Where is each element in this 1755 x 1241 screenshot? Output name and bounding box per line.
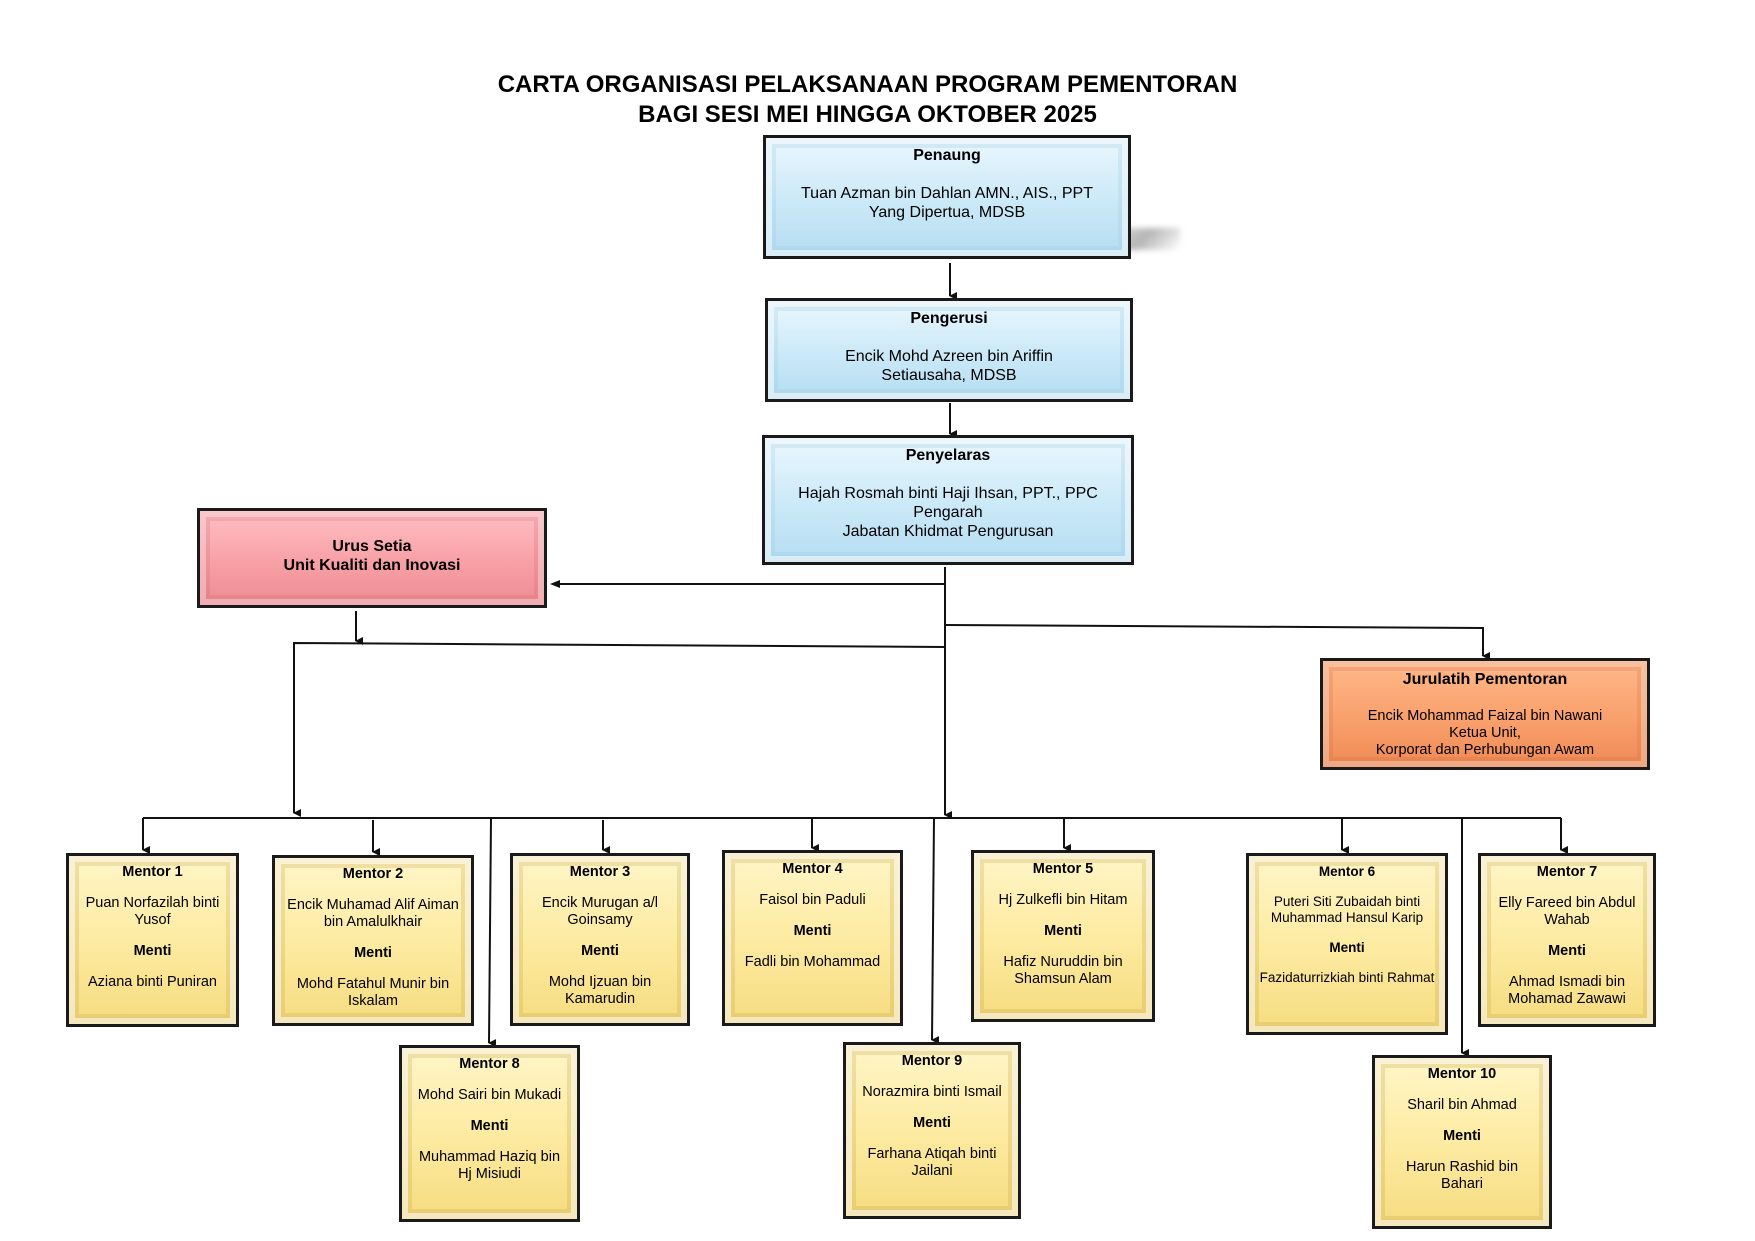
mentor-9-label: Mentor 9 (901, 1053, 963, 1069)
penyelaras-department: Jabatan Khidmat Pengurusan (842, 523, 1054, 540)
jurulatih-name: Encik Mohammad Faizal bin Nawani (1367, 708, 1603, 724)
mentor-2-box: Mentor 2 Encik Muhamad Alif Aiman bin Am… (272, 855, 474, 1026)
mentor-3-name: Encik Murugan a/l Goinsamy (541, 895, 659, 928)
mentor-2-menti: Mohd Fatahul Munir bin Iskalam (296, 976, 450, 1009)
mentor-7-name: Elly Fareed bin Abdul Wahab (1498, 895, 1636, 928)
mentor-6-label: Mentor 6 (1318, 864, 1376, 879)
mentor-9-menti: Farhana Atiqah binti Jailani (867, 1146, 997, 1179)
mentor-10-box: Mentor 10 Sharil bin Ahmad Menti Harun R… (1372, 1055, 1552, 1229)
jurulatih-unit: Korporat dan Perhubungan Awam (1375, 742, 1595, 758)
mentor-7-menti-label: Menti (1548, 943, 1586, 959)
connector-urus-setia-branch (293, 641, 946, 817)
pengerusi-heading: Pengerusi (910, 310, 988, 327)
pengerusi-box: Pengerusi Encik Mohd Azreen bin Ariffin … (765, 298, 1133, 402)
mentor-3-label: Mentor 3 (569, 864, 631, 880)
mentor-10-menti: Harun Rashid bin Bahari (1405, 1159, 1519, 1192)
penaung-heading: Penaung (913, 147, 981, 164)
connector-mentor-9 (931, 817, 940, 1045)
jurulatih-box: Jurulatih Pementoran Encik Mohammad Faiz… (1320, 658, 1650, 770)
mentor-9-box: Mentor 9 Norazmira binti Ismail Menti Fa… (843, 1042, 1021, 1219)
mentor-7-label: Mentor 7 (1536, 864, 1598, 880)
connector-mentor-8 (488, 817, 497, 1048)
penyelaras-box: Penyelaras Hajah Rosmah binti Haji Ihsan… (762, 435, 1134, 565)
mentor-7-menti: Ahmad Ismadi bin Mohamad Zawawi (1508, 974, 1626, 1007)
penaung-name: Tuan Azman bin Dahlan AMN., AIS., PPT (801, 185, 1093, 202)
chart-title-line-2: BAGI SESI MEI HINGGA OKTOBER 2025 (638, 101, 1097, 128)
mentor-8-menti: Muhammad Haziq bin Hj Misiudi (418, 1149, 561, 1182)
mentor-8-name: Mohd Sairi bin Mukadi (417, 1087, 562, 1103)
mentor-4-label: Mentor 4 (782, 861, 843, 877)
mentor-3-menti-label: Menti (581, 943, 619, 959)
mentor-3-menti: Mohd Ijzuan bin Kamarudin (548, 974, 652, 1007)
mentor-9-menti-label: Menti (913, 1115, 951, 1131)
mentor-4-menti-label: Menti (793, 923, 832, 939)
mentor-1-menti-label: Menti (133, 943, 172, 959)
mentor-5-box: Mentor 5 Hj Zulkefli bin Hitam Menti Haf… (971, 850, 1155, 1022)
connector-urus-setia-arrowhead (550, 580, 560, 588)
mentor-10-menti-label: Menti (1443, 1128, 1481, 1144)
mentor-5-name: Hj Zulkefli bin Hitam (998, 892, 1128, 908)
mentor-1-name: Puan Norfazilah binti Yusof (85, 895, 220, 928)
mentor-2-menti-label: Menti (354, 945, 392, 961)
pengerusi-name: Encik Mohd Azreen bin Ariffin (845, 348, 1053, 365)
mentor-10-name: Sharil bin Ahmad (1407, 1097, 1517, 1113)
jurulatih-heading: Jurulatih Pementoran (1402, 671, 1568, 688)
mentor-2-label: Mentor 2 (342, 866, 404, 882)
mentor-4-menti: Fadli bin Mohammad (744, 954, 881, 970)
urus-setia-box: Urus Setia Unit Kualiti dan Inovasi (197, 508, 547, 608)
mentor-6-name: Puteri Siti Zubaidah binti Muhammad Hans… (1270, 894, 1424, 925)
mentor-7-box: Mentor 7 Elly Fareed bin Abdul Wahab Men… (1478, 853, 1656, 1027)
penyelaras-heading: Penyelaras (905, 447, 991, 464)
mentor-1-menti: Aziana binti Puniran (88, 974, 217, 990)
mentor-8-box: Mentor 8 Mohd Sairi bin Mukadi Menti Muh… (399, 1045, 580, 1222)
mentor-2-name: Encik Muhamad Alif Aiman bin Amalulkhair (287, 897, 459, 930)
mentor-8-label: Mentor 8 (459, 1056, 520, 1072)
mentor-6-menti: Fazidaturrizkiah binti Rahmat (1259, 970, 1435, 985)
chart-title-line-1: CARTA ORGANISASI PELAKSANAAN PROGRAM PEM… (497, 71, 1238, 98)
mentor-4-name: Faisol bin Paduli (759, 892, 866, 908)
mentor-6-box: Mentor 6 Puteri Siti Zubaidah binti Muha… (1246, 853, 1448, 1035)
urus-setia-unit: Unit Kualiti dan Inovasi (283, 557, 461, 574)
penyelaras-position: Pengarah (913, 504, 983, 521)
pengerusi-position: Setiausaha, MDSB (881, 367, 1017, 384)
mentor-3-box: Mentor 3 Encik Murugan a/l Goinsamy Ment… (510, 853, 690, 1026)
mentor-1-box: Mentor 1 Puan Norfazilah binti Yusof Men… (66, 853, 239, 1027)
mentor-4-box: Mentor 4 Faisol bin Paduli Menti Fadli b… (722, 850, 903, 1026)
mentor-1-label: Mentor 1 (122, 864, 183, 880)
mentor-10-label: Mentor 10 (1427, 1066, 1497, 1082)
mentor-8-menti-label: Menti (470, 1118, 509, 1134)
mentor-5-menti: Hafiz Nuruddin bin Shamsun Alam (1003, 954, 1123, 987)
penaung-position: Yang Dipertua, MDSB (868, 204, 1026, 221)
penyelaras-name: Hajah Rosmah binti Haji Ihsan, PPT., PPC (798, 485, 1098, 502)
mentor-5-menti-label: Menti (1044, 923, 1082, 939)
mentor-5-label: Mentor 5 (1032, 861, 1094, 877)
connector-to-jurulatih (944, 624, 1490, 660)
urus-setia-heading: Urus Setia (332, 538, 412, 555)
jurulatih-position: Ketua Unit, (1449, 725, 1521, 741)
penaung-box: Penaung Tuan Azman bin Dahlan AMN., AIS.… (763, 135, 1131, 259)
mentor-6-menti-label: Menti (1329, 940, 1365, 955)
mentor-9-name: Norazmira binti Ismail (862, 1084, 1002, 1100)
